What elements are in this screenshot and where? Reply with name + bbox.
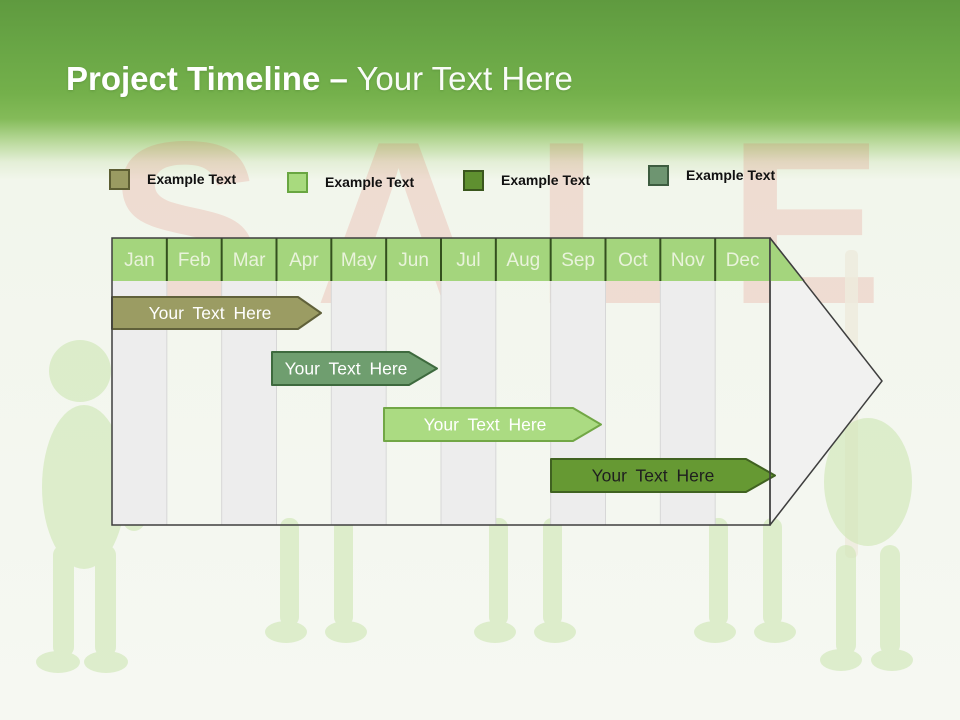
title-primary: Project Timeline <box>66 60 321 97</box>
month-label: Jan <box>124 250 155 271</box>
legend-label: Example Text <box>325 174 415 190</box>
legend-swatch-green <box>463 170 484 191</box>
month-label: Jun <box>398 250 429 271</box>
timeline-bar-label: Your Text Here <box>285 359 408 379</box>
legend-label: Example Text <box>147 171 237 187</box>
timeline-bar <box>383 407 602 442</box>
month-labels: Jan Feb Mar Apr May Jun Jul Aug Sep Oct … <box>124 250 759 271</box>
title-separator: – <box>329 60 348 97</box>
timeline-bar <box>550 458 776 493</box>
timeline-bar-label: Your Text Here <box>149 303 272 323</box>
legend-item: Example Text <box>648 165 775 186</box>
timeline-border <box>111 237 771 526</box>
month-label: Aug <box>506 250 540 271</box>
timeline-bars: Your Text Here Your Text Here Your Text … <box>111 296 776 493</box>
legend-swatch-sage <box>648 165 669 186</box>
month-label: Jul <box>456 250 480 271</box>
month-label: Oct <box>618 250 648 271</box>
month-label: Apr <box>289 250 319 271</box>
legend-swatch-olive <box>109 169 130 190</box>
legend-label: Example Text <box>501 172 591 188</box>
timeline-arrow-head <box>769 237 883 526</box>
timeline-bar <box>271 351 438 386</box>
timeline-chart: Jan Feb Mar Apr May Jun Jul Aug Sep Oct … <box>111 237 883 526</box>
month-label: Mar <box>233 250 266 271</box>
legend-item: Example Text <box>287 172 414 193</box>
title-secondary: Your Text Here <box>356 60 573 97</box>
month-label: Dec <box>726 250 760 271</box>
month-column <box>331 281 387 525</box>
legend-item: Example Text <box>109 169 236 190</box>
month-label: May <box>341 250 377 271</box>
month-label: Sep <box>561 250 595 271</box>
timeline-bar-label: Your Text Here <box>424 415 547 435</box>
month-label: Nov <box>671 250 705 271</box>
timeline-bar-label: Your Text Here <box>592 466 715 486</box>
month-column <box>441 281 496 525</box>
header-separators <box>165 238 717 281</box>
arrow-diagonal-edge <box>769 237 805 282</box>
legend-label: Example Text <box>686 167 776 183</box>
month-label: Feb <box>178 250 211 271</box>
legend-item: Example Text <box>463 170 590 191</box>
legend-swatch-lightgreen <box>287 172 308 193</box>
page-title: Project Timeline – Your Text Here <box>66 60 573 97</box>
